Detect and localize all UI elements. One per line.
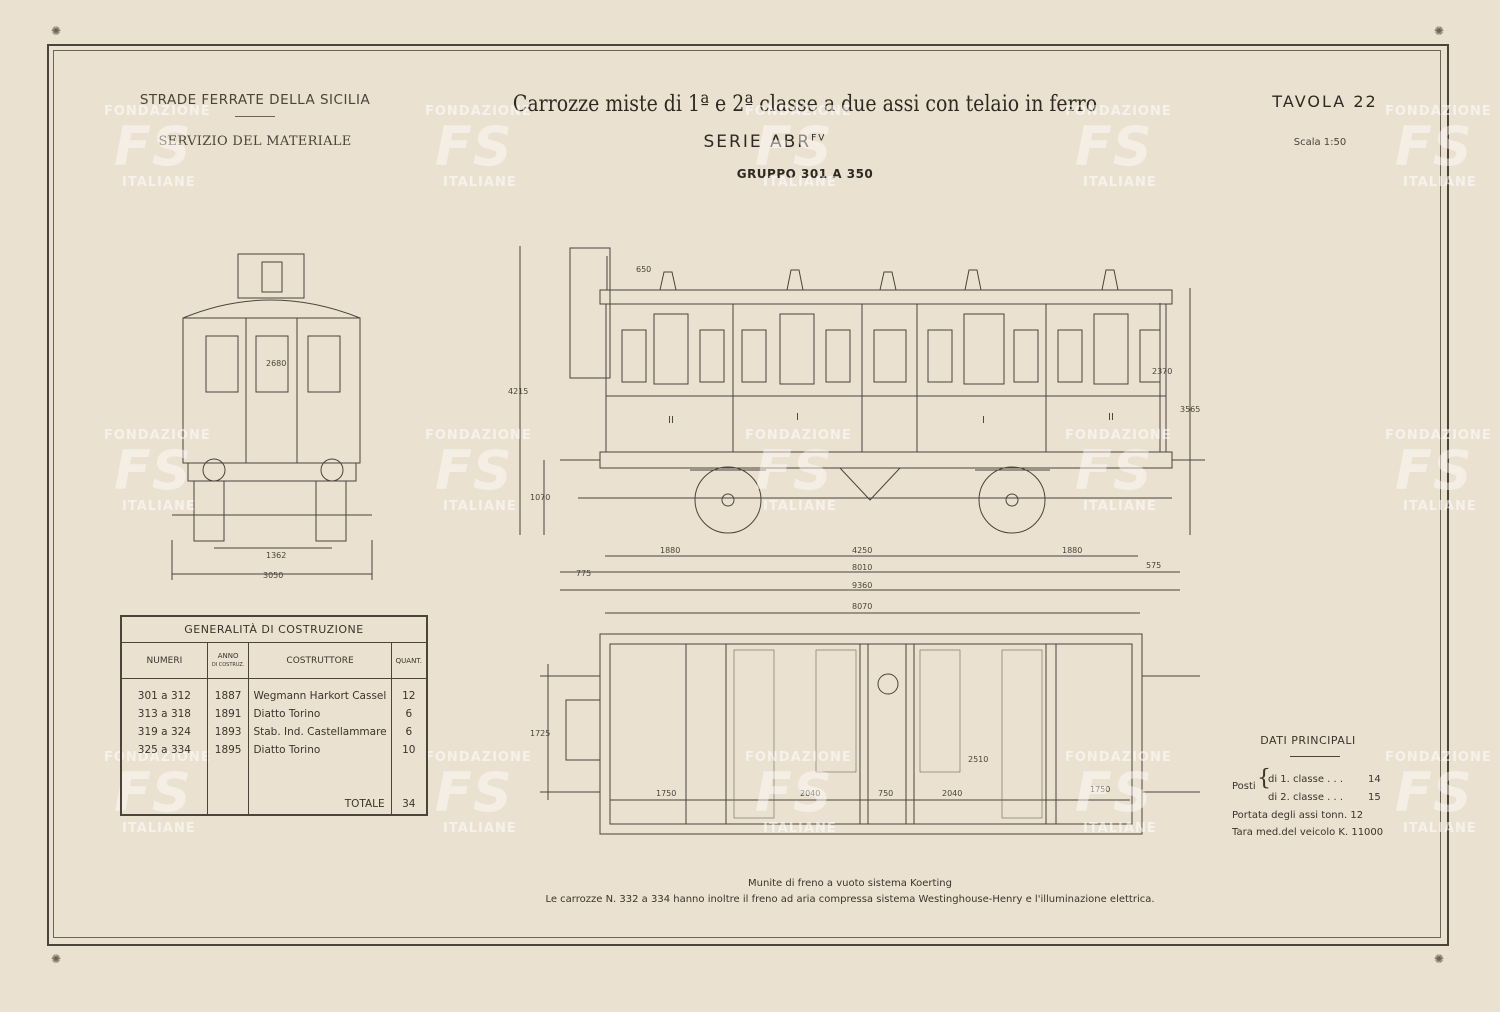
dim-wheelbase: 4250 bbox=[852, 546, 872, 555]
cell-quant: 6 bbox=[405, 725, 413, 738]
dim-middle: 750 bbox=[878, 789, 893, 798]
posti-row2-label: di 2. classe . . . bbox=[1268, 792, 1344, 803]
upholstery-hatching bbox=[733, 649, 1043, 819]
cell-costruttore: Diatto Torino bbox=[248, 704, 392, 723]
cell-numeri: 313 a 318 bbox=[121, 704, 208, 723]
class-label-4: II bbox=[1108, 412, 1114, 423]
outer-border bbox=[47, 44, 1449, 946]
cell-numeri: 319 a 324 bbox=[121, 722, 208, 741]
table-row: 313 a 318 1891 Diatto Torino 6 bbox=[121, 704, 427, 723]
class-label-1: II bbox=[668, 415, 674, 426]
dim-axle-gauge: 1362 bbox=[266, 551, 286, 560]
gruppo-label: GRUPPO 301 A 350 bbox=[736, 167, 874, 181]
cell-quant: 12 bbox=[402, 689, 416, 702]
table-row: 301 a 312 1887 Wegmann Harkort Cassel 12 bbox=[121, 686, 427, 705]
class-label-2: I bbox=[796, 412, 799, 423]
dim-comp-1: 2040 bbox=[800, 789, 820, 798]
dim-inner-width: 2680 bbox=[266, 359, 286, 368]
dim-comp-left: 1750 bbox=[656, 789, 676, 798]
plan-view bbox=[540, 612, 1200, 835]
note-brake: Munite di freno a vuoto sistema Koerting bbox=[748, 878, 952, 889]
col-numeri: NUMERI bbox=[121, 642, 208, 679]
posti-row1-label: di 1. classe . . . bbox=[1268, 774, 1344, 785]
dim-overhang-right: 1880 bbox=[1062, 546, 1082, 555]
posti-row1-value: 14 bbox=[1368, 774, 1381, 785]
scale-label: Scala 1:50 bbox=[1293, 137, 1347, 148]
portata: Portata degli assi tonn. 12 bbox=[1232, 810, 1364, 821]
generalita-title-row: GENERALITÀ DI COSTRUZIONE bbox=[121, 616, 427, 643]
totale-label: TOTALE bbox=[248, 794, 392, 815]
posti-row2-value: 15 bbox=[1368, 792, 1381, 803]
dim-buffer-height: 1070 bbox=[530, 493, 550, 502]
dim-over-buffers: 9360 bbox=[852, 581, 872, 590]
dim-comp-right: 1750 bbox=[1090, 785, 1110, 794]
cell-anno: 1893 bbox=[207, 722, 250, 741]
cell-costruttore: Wegmann Harkort Cassel bbox=[248, 686, 392, 705]
cell-anno: 1887 bbox=[207, 686, 250, 705]
dim-lantern: 650 bbox=[636, 265, 651, 274]
posti-label: Posti bbox=[1232, 781, 1256, 792]
dim-total-height: 4215 bbox=[508, 387, 528, 396]
corner-ornament-icon: ✺ bbox=[51, 24, 62, 38]
cell-anno: 1895 bbox=[207, 740, 250, 759]
corner-ornament-icon: ✺ bbox=[1434, 952, 1445, 966]
end-view bbox=[171, 253, 373, 580]
cell-numeri: 301 a 312 bbox=[121, 686, 208, 705]
org-name: STRADE FERRATE DELLA SICILIA bbox=[139, 92, 371, 108]
tavola-number: TAVOLA 22 bbox=[1272, 92, 1378, 111]
col-quant: QUANT. bbox=[391, 642, 427, 679]
org-department: SERVIZIO DEL MATERIALE bbox=[158, 134, 352, 149]
totale-row: TOTALE 34 bbox=[121, 794, 427, 815]
inner-border bbox=[53, 50, 1441, 938]
org-rule bbox=[235, 116, 275, 117]
serie-superscript: FV bbox=[811, 133, 827, 144]
serie-text: SERIE ABR bbox=[703, 132, 812, 152]
dim-comp-2: 2040 bbox=[942, 789, 962, 798]
totale-value: 34 bbox=[402, 798, 416, 810]
tara: Tara med.del veicolo K. 11000 bbox=[1232, 827, 1384, 838]
dati-title: DATI PRINCIPALI bbox=[1260, 734, 1356, 747]
cell-numeri: 325 a 334 bbox=[121, 740, 208, 759]
corner-ornament-icon: ✺ bbox=[51, 952, 62, 966]
side-view bbox=[519, 246, 1205, 591]
col-anno: ANNO DI COSTRUZ. bbox=[207, 642, 250, 679]
dati-rule bbox=[1290, 756, 1340, 757]
col-anno-l2: DI COSTRUZ. bbox=[211, 662, 245, 668]
drawing-title: Carrozze miste di 1ª e 2ª classe a due a… bbox=[512, 92, 1098, 117]
generalita-title: GENERALITÀ DI COSTRUZIONE bbox=[121, 616, 427, 643]
generalita-header-row: NUMERI ANNO DI COSTRUZ. COSTRUTTORE QUANT… bbox=[121, 642, 427, 679]
dim-overhang-left: 1880 bbox=[660, 546, 680, 555]
class-label-3: I bbox=[982, 415, 985, 426]
dim-roof-height: 3565 bbox=[1180, 405, 1200, 414]
cell-costruttore: Diatto Torino bbox=[248, 740, 392, 759]
dim-overall-width: 3050 bbox=[263, 571, 283, 580]
cell-quant: 6 bbox=[405, 707, 413, 720]
col-anno-l1: ANNO bbox=[217, 652, 239, 660]
dim-right-end: 575 bbox=[1146, 561, 1161, 570]
dim-width-mark: 2510 bbox=[968, 755, 988, 764]
dim-body-length: 8010 bbox=[852, 563, 872, 572]
serie-label: SERIE ABRFV bbox=[640, 132, 890, 152]
dim-frame-width: 1725 bbox=[530, 729, 550, 738]
table-row: 325 a 334 1895 Diatto Torino 10 bbox=[121, 740, 427, 759]
dim-body-height: 2370 bbox=[1152, 367, 1172, 376]
col-costruttore: COSTRUTTORE bbox=[248, 642, 392, 679]
cell-quant: 10 bbox=[402, 743, 416, 756]
dim-left-end: 775 bbox=[576, 569, 591, 578]
generalita-table: GENERALITÀ DI COSTRUZIONE NUMERI ANNO DI … bbox=[120, 615, 428, 816]
cell-anno: 1891 bbox=[207, 704, 250, 723]
corner-ornament-icon: ✺ bbox=[1434, 24, 1445, 38]
table-row: 319 a 324 1893 Stab. Ind. Castellammare … bbox=[121, 722, 427, 741]
posti-brace: { bbox=[1257, 766, 1271, 791]
dim-frame-length: 8070 bbox=[852, 602, 872, 611]
note-extra: Le carrozze N. 332 a 334 hanno inoltre i… bbox=[545, 894, 1155, 905]
cell-costruttore: Stab. Ind. Castellammare bbox=[248, 722, 392, 741]
